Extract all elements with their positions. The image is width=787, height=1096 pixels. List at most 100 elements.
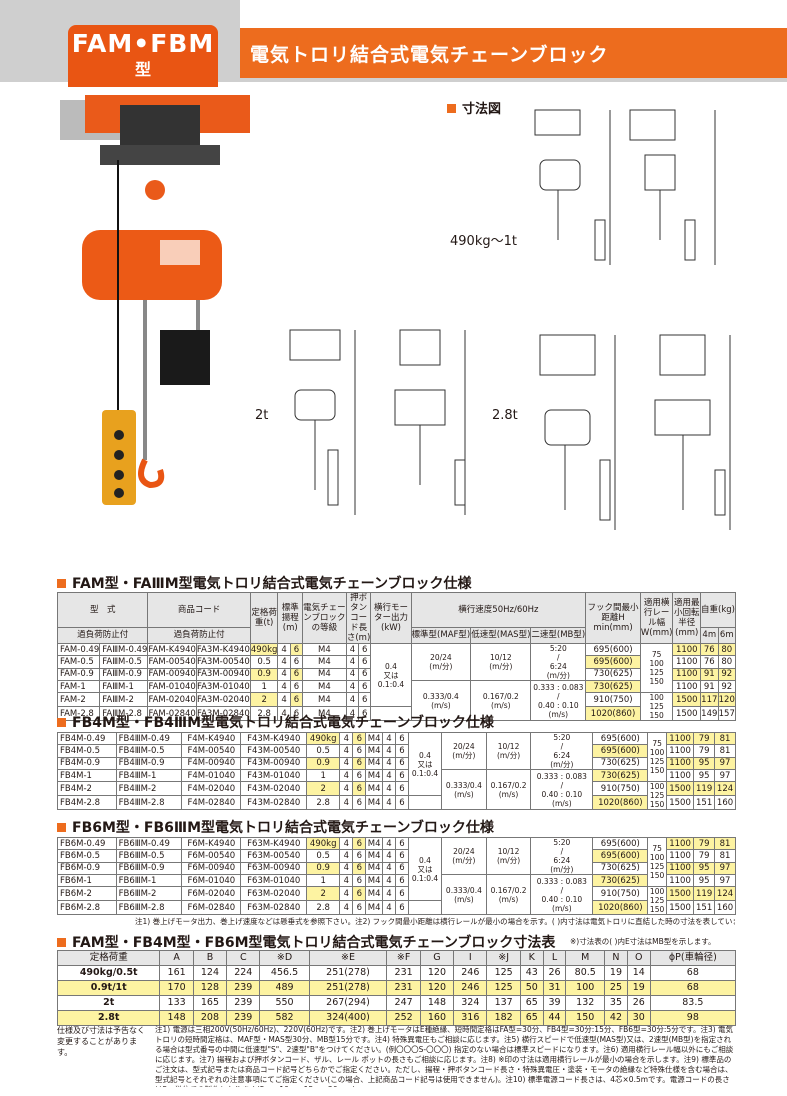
spec-cell: FAⅢM-2.8 (99, 706, 149, 721)
radius-cell: 1500 (665, 795, 695, 810)
spec-cell: 490kg (306, 731, 341, 746)
spec-cell: FA3M-K4940 (195, 642, 251, 657)
spec-cell: FAM-00540 (147, 655, 197, 669)
spec-cell: 4 (381, 900, 396, 915)
spec-cell: 0.5 (306, 744, 341, 758)
dim-cell: 68 (649, 965, 737, 981)
spec-cell: 6 (394, 836, 409, 851)
dim-cell: 170 (159, 980, 194, 996)
spec-cell: FB6ⅢM-1 (115, 874, 183, 887)
dim-cell: 65 (519, 1010, 544, 1026)
spec-cell: FAM-2.8 (56, 706, 101, 721)
spec-cell: 490kg (249, 642, 279, 657)
hook-distance-cell: 730(625) (585, 667, 641, 682)
dim-header-cell: I (453, 950, 488, 966)
dim-header-cell: N (604, 950, 628, 966)
spec-cell: 6 (358, 642, 372, 657)
spec-cell: FB6M-2.8 (57, 900, 117, 915)
rail-cell-b: 100 125 150 (647, 886, 667, 915)
hook-distance-cell: 730(625) (592, 874, 649, 887)
dim-cell: 137 (486, 995, 521, 1011)
rail-cell-b: 100 125 150 (639, 692, 674, 721)
spec-cell: F43M-02840 (240, 795, 308, 810)
spec-cell: F6M-00540 (181, 849, 242, 863)
spec-cell: 0.5 (306, 849, 341, 863)
spec-cell: FA3M-00540 (195, 655, 251, 669)
spec-note: 注1) 巻上げモータ出力、巻上げ速度などは懸垂式を参照下さい。注2) フック間最… (135, 917, 735, 926)
th-model: 型 式 (56, 592, 149, 628)
spec-cell: M4 (302, 667, 347, 682)
model-name: FAM•FBM (71, 29, 215, 58)
low-speed-cell: 10/12 (m/分) (485, 732, 532, 770)
spec-cell: 4 (339, 836, 354, 851)
dim-cell: 43 (519, 965, 544, 981)
spec-cell: 4 (345, 680, 360, 693)
weight-6m-cell: 80 (717, 655, 737, 669)
spec-cell: 6 (352, 886, 367, 901)
dim-cell: 150 (565, 1010, 606, 1026)
spec-cell: FA3M-00940 (195, 667, 251, 682)
spec-cell: 4 (345, 667, 360, 682)
two-speed-cell-b: 0.333 : 0.083 / 0.40 : 0.10 (m/s) (530, 769, 594, 810)
spec-cell: 1 (249, 680, 279, 693)
spec-cell: 6 (394, 886, 409, 901)
hook-distance-cell: 1020(860) (592, 795, 649, 810)
dim-cell: 161 (159, 965, 194, 981)
spec-cell: FAM-1 (56, 680, 101, 693)
weight-6m-cell: 97 (714, 874, 736, 887)
dim-cell: 133 (159, 995, 194, 1011)
hook-distance-cell: 730(625) (592, 861, 649, 876)
low-speed-cell: 10/12 (m/分) (470, 643, 532, 681)
hook-distance-cell: 910(750) (592, 781, 649, 796)
page-title: 電気トロリ結合式電気チェーンブロック (250, 44, 609, 66)
footer-disclaimer: 仕様及び寸法は予告なく変更することがあります。 (57, 1026, 145, 1057)
spec-cell: F43M-K4940 (240, 731, 308, 746)
spec-cell: 4 (277, 706, 291, 721)
dim-cell: 44 (542, 1010, 567, 1026)
th-weight: 自重(kg) (700, 592, 736, 628)
dim-cell: 251(278) (308, 980, 388, 996)
fb6-spec-title: FB6M型・FB6ⅢM型電気トロリ結合式電気チェーンブロック仕様 (57, 817, 494, 837)
th-hook: フック間最小距離H min(mm) (585, 592, 641, 644)
spec-cell: FAM-00940 (147, 667, 197, 682)
hook-distance-cell: 695(600) (585, 642, 641, 657)
low-speed-cell-b: 0.167/0.2 (m/s) (485, 769, 532, 810)
dim-cell: 231 (386, 965, 421, 981)
th-std: 標準型(MAF型) (410, 626, 472, 645)
spec-cell: 4 (339, 795, 354, 810)
weight-4m-cell: 95 (693, 756, 716, 771)
th-chain: 電気チェーンブロックの等級 (302, 592, 347, 644)
dim-cell: 124 (192, 965, 228, 981)
hook-distance-cell: 910(750) (585, 692, 641, 707)
spec-cell: F6M-01040 (181, 874, 242, 887)
weight-6m-cell: 120 (717, 692, 737, 707)
hook-distance-cell: 910(750) (592, 886, 649, 901)
hook-distance-cell: 1020(860) (585, 706, 641, 721)
dim-cell: 267(294) (308, 995, 388, 1011)
spec-cell: 6 (289, 667, 304, 682)
dim-cell: 80.5 (565, 965, 606, 981)
dim-header-cell: ※J (486, 950, 521, 966)
spec-cell: 2.8 (306, 795, 341, 810)
dim-cell: 231 (386, 980, 421, 996)
radius-cell: 1500 (665, 886, 695, 901)
dim-cell: 26 (626, 995, 651, 1011)
spec-cell: M4 (365, 769, 383, 782)
dim-cell: 42 (604, 1010, 628, 1026)
dim-cell: 26 (542, 965, 567, 981)
spec-cell: M4 (302, 642, 347, 657)
th-lift: 標準揚程(m) (277, 592, 304, 644)
spec-cell: FB6M-0.9 (57, 861, 117, 876)
two-speed-cell: 5:20 / 6:24 (m/分) (530, 837, 594, 875)
low-speed-cell: 10/12 (m/分) (485, 837, 532, 875)
th-load: 定格荷重(t) (249, 592, 279, 644)
spec-cell: M4 (365, 886, 383, 901)
spec-cell: 4 (277, 680, 291, 693)
fam-spec-table: 型 式 商品コード 定格荷重(t) 標準揚程(m) 電気チェーンブロックの等級 … (56, 592, 737, 721)
radius-cell: 1100 (665, 756, 695, 771)
spec-cell: 4 (381, 861, 396, 876)
spec-cell: 6 (358, 655, 372, 669)
